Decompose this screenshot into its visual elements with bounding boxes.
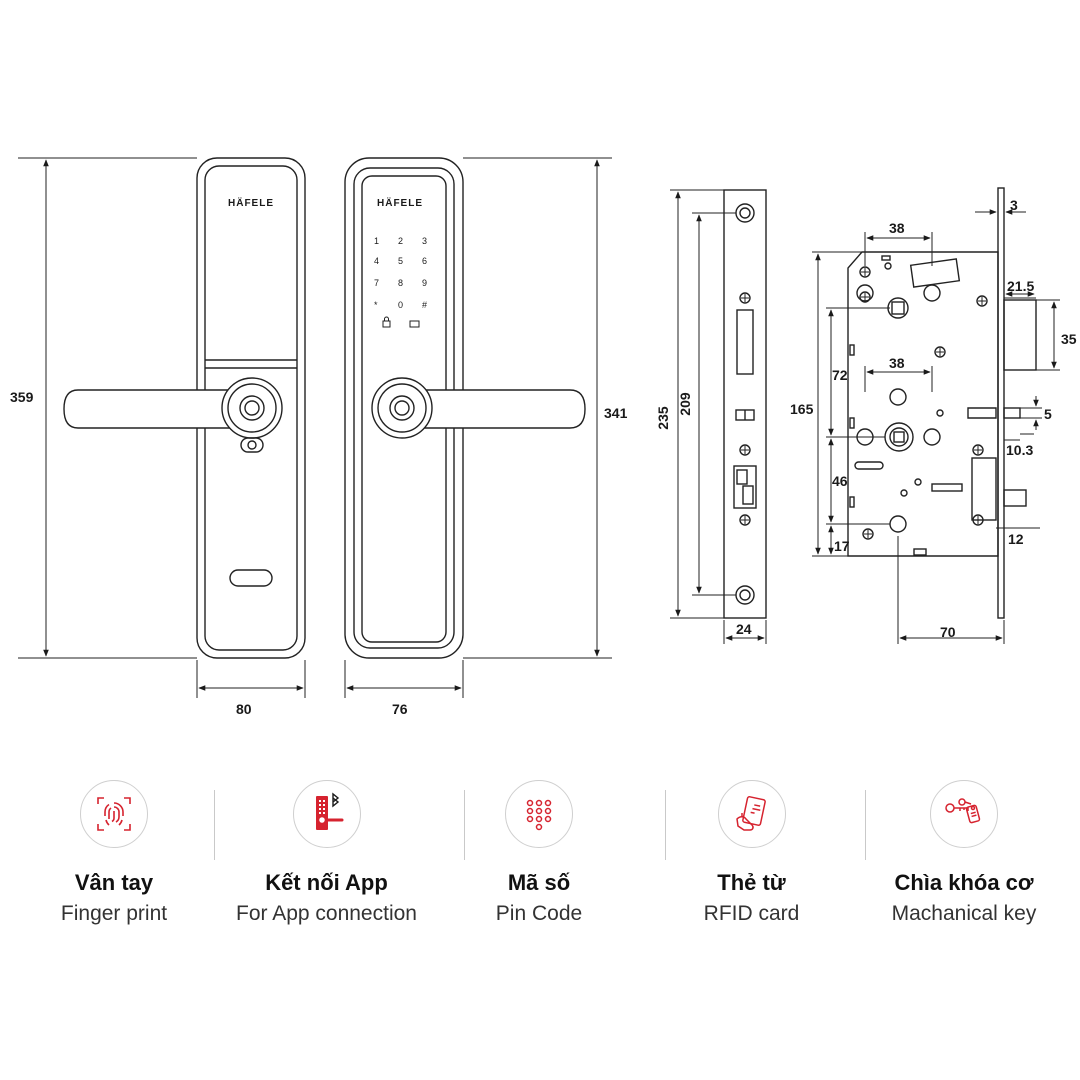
keypad-key: 8 [398, 278, 403, 288]
mortise-body [847, 187, 1037, 619]
dimension-label: 24 [736, 621, 752, 637]
dimension-label: 70 [940, 624, 956, 640]
lock-symbol-icon [382, 320, 391, 328]
keypad-key: 0 [398, 300, 403, 310]
dimension-label: 341 [604, 405, 628, 421]
feature-title-vi: Mã số [507, 870, 571, 895]
dimension-label: 72 [832, 367, 848, 383]
fingerprint-icon [80, 780, 148, 848]
brand-label-left: HÄFELE [228, 196, 274, 209]
dimension-label: 235 [655, 406, 671, 430]
dimension-label: 38 [889, 355, 905, 371]
keypad-key: # [422, 300, 427, 310]
dimension-lines-handles [18, 157, 612, 698]
feature-app: Kết nối App For App connection [227, 780, 427, 960]
dimension-lines-faceplate [670, 189, 767, 644]
lock-keypad-view [344, 157, 586, 659]
divider [464, 790, 465, 860]
brand-label-right: HÄFELE [377, 196, 423, 209]
feature-fingerprint: Vân tay Finger print [14, 780, 214, 960]
feature-title-en: Pin Code [495, 902, 583, 925]
faceplate-view [723, 189, 767, 619]
rfid-card-icon [717, 780, 786, 848]
dimension-label: 76 [392, 701, 408, 717]
keypad-key: 9 [422, 278, 427, 288]
dimension-label: 80 [236, 701, 252, 717]
keypad-icon [505, 780, 573, 848]
keypad-key: 4 [374, 256, 379, 266]
keypad-key: 1 [374, 236, 379, 246]
dimension-label: 3 [1010, 197, 1018, 213]
dimension-label: 12 [1008, 531, 1024, 547]
divider [865, 790, 866, 860]
dimension-label: 209 [677, 392, 693, 416]
keypad-key: 6 [422, 256, 427, 266]
dimension-label: 5 [1044, 406, 1052, 422]
feature-title-en: For App connection [236, 902, 417, 925]
dimension-label: 46 [832, 473, 848, 489]
dimension-label: 21.5 [1007, 278, 1034, 294]
feature-title-vi: Thẻ từ [717, 870, 786, 895]
divider [214, 790, 215, 860]
feature-title-en: Machanical key [891, 902, 1037, 925]
keypad-key: 2 [398, 236, 403, 246]
feature-title-en: RFID card [703, 902, 800, 925]
keypad-key: * [374, 300, 378, 310]
app-bluetooth-icon [292, 780, 361, 848]
dimension-label: 359 [10, 389, 34, 405]
dimension-label: 165 [790, 401, 814, 417]
keypad-key: 5 [398, 256, 403, 266]
dimension-lines-mortise [812, 209, 1060, 644]
feature-title-vi: Chìa khóa cơ [894, 870, 1034, 895]
feature-key: Chìa khóa cơ Machanical key [864, 780, 1064, 960]
dimension-label: 17 [834, 538, 850, 554]
keypad-key: 3 [422, 236, 427, 246]
feature-title-vi: Kết nối App [265, 870, 388, 895]
feature-rfid: Thẻ từ RFID card [652, 780, 852, 960]
keypad-key: 7 [374, 278, 379, 288]
card-symbol-icon [409, 320, 420, 328]
dimension-label: 10.3 [1006, 442, 1033, 458]
technical-drawing: HÄFELE HÄFELE 1 2 3 4 5 6 7 8 9 * 0 # [10, 157, 1077, 717]
divider [665, 790, 666, 860]
dimension-label: 38 [889, 220, 905, 236]
feature-pincode: Mã số Pin Code [439, 780, 639, 960]
features-row: Vân tay Finger print Kết nối App For App… [0, 780, 1080, 960]
lock-front-view [63, 157, 306, 659]
feature-title-vi: Vân tay [74, 870, 154, 895]
dimension-label: 35 [1061, 331, 1077, 347]
feature-title-en: Finger print [60, 902, 168, 925]
keypad-grid: 1 2 3 4 5 6 7 8 9 * 0 # [374, 236, 427, 328]
key-icon [930, 780, 998, 848]
